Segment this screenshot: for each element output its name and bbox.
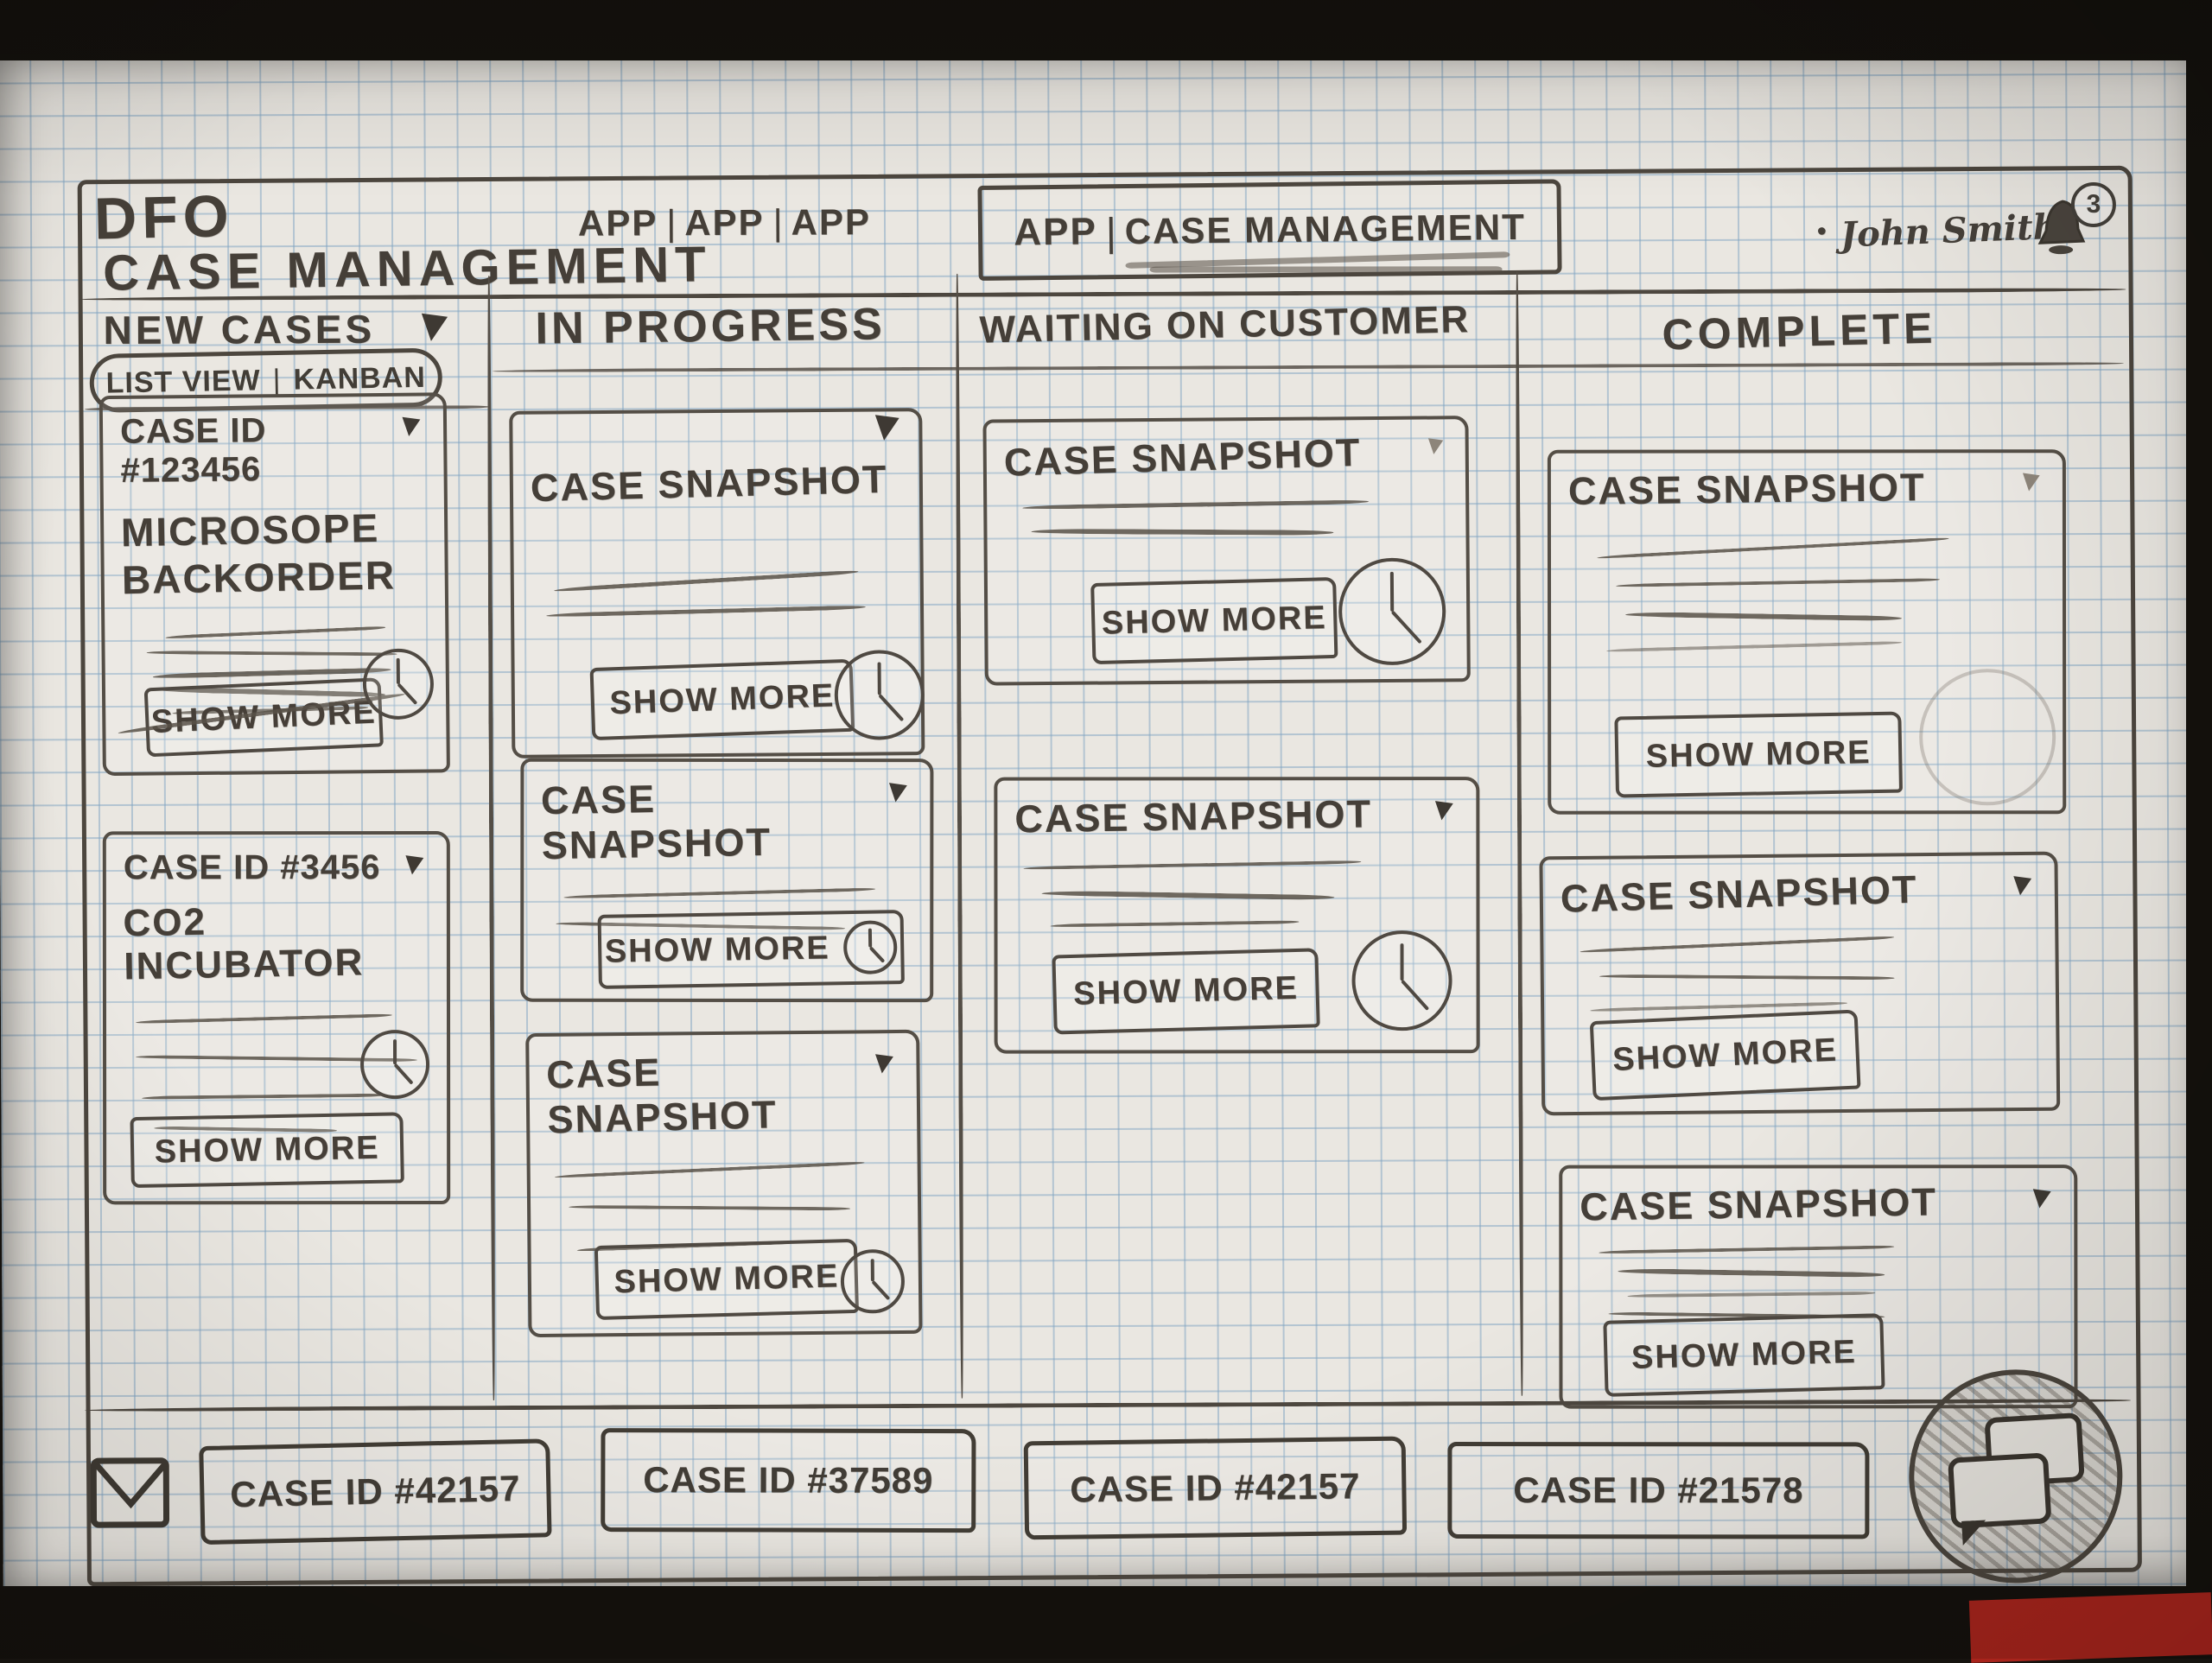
card-dropdown-icon[interactable]: ▼ — [866, 1043, 902, 1082]
erased-clock-mark — [1919, 669, 2056, 806]
card-dropdown-icon[interactable]: ▼ — [392, 405, 429, 445]
case-card[interactable]: CASE ID #123456 ▼ MICROSOPE BACKORDER SH… — [99, 392, 450, 777]
minimized-case-tab[interactable]: CASE ID #37589 — [601, 1428, 976, 1533]
show-more-button[interactable]: SHOW MORE — [1614, 711, 1904, 798]
photo-edge — [0, 0, 2212, 60]
minimized-case-tab[interactable]: CASE ID #21578 — [1447, 1442, 1870, 1539]
card-dropdown-icon[interactable]: ▼ — [1421, 429, 1450, 462]
card-dropdown-icon[interactable]: ▼ — [862, 401, 910, 453]
show-more-button[interactable]: SHOW MORE — [130, 1112, 404, 1189]
show-more-button[interactable]: SHOW MORE — [589, 658, 855, 741]
user-area: • John Smith — [1816, 206, 2058, 256]
show-more-button[interactable]: SHOW MORE — [594, 1238, 860, 1321]
show-more-button[interactable]: SHOW MORE — [1603, 1313, 1885, 1397]
mail-icon[interactable] — [89, 1454, 172, 1536]
new-cases-dropdown-icon[interactable]: ▼ — [407, 298, 459, 354]
case-card[interactable]: CASE ID #3456 ▼ CO2 INCUBATOR SHOW MORE — [102, 831, 451, 1205]
notification-bell[interactable]: 3 — [2030, 181, 2117, 263]
column-title-in-progress: IN PROGRESS — [535, 299, 887, 354]
snapshot-label: CASE SNAPSHOT — [1560, 866, 1919, 921]
snapshot-label: CASE SNAPSHOT — [545, 1050, 779, 1142]
clock-icon — [834, 650, 925, 740]
speech-bubble — [1948, 1452, 2052, 1529]
nav-app-3[interactable]: APP — [791, 201, 872, 243]
clock-icon — [360, 1030, 430, 1100]
page-title: CASE MANAGEMENT — [102, 236, 713, 301]
photo-edge — [2186, 0, 2212, 1659]
clock-icon — [1338, 557, 1446, 666]
card-dropdown-icon[interactable]: ▼ — [2024, 1177, 2060, 1217]
minimized-case-tab[interactable]: CASE ID #42157 — [1023, 1436, 1408, 1540]
notification-badge: 3 — [2070, 181, 2117, 228]
text-placeholder-lines — [531, 569, 903, 618]
card-dropdown-icon[interactable]: ▼ — [2004, 864, 2040, 904]
active-nav-app[interactable]: APP — [1014, 210, 1098, 254]
clock-icon — [362, 648, 435, 720]
text-placeholder-lines — [1004, 499, 1448, 536]
snapshot-label: CASE SNAPSHOT — [1014, 791, 1373, 841]
clock-icon — [843, 920, 899, 975]
snapshot-label: CASE SNAPSHOT — [1579, 1179, 1938, 1229]
nav-divider: | — [772, 201, 783, 243]
case-id: CASE ID #123456 — [119, 411, 267, 490]
clock-icon — [1351, 930, 1452, 1031]
highlight-scribble — [1125, 251, 1526, 278]
user-name[interactable]: John Smith — [1839, 206, 2059, 256]
card-dropdown-icon[interactable]: ▼ — [1426, 789, 1462, 829]
case-card[interactable]: CASE SNAPSHOT ▼ SHOW MORE — [509, 402, 925, 759]
case-title: MICROSOPE BACKORDER — [120, 505, 397, 603]
snapshot-label: CASE SNAPSHOT — [530, 456, 889, 511]
toggle-divider: | — [272, 363, 282, 397]
bell-icon — [2037, 200, 2086, 255]
snapshot-label: CASE SNAPSHOT — [1567, 465, 1926, 513]
show-more-button[interactable]: SHOW MORE — [597, 910, 905, 989]
text-placeholder-lines — [1014, 860, 1459, 928]
photo-red-corner — [1968, 1592, 2212, 1663]
photo-edge — [0, 1586, 2212, 1659]
snapshot-label: CASE SNAPSHOT — [540, 776, 772, 868]
show-more-button[interactable]: SHOW MORE — [117, 677, 405, 758]
user-bullet: • — [1816, 216, 1827, 245]
graph-paper: DFO APP | APP | APP APP | CASE MANAGEMEN… — [0, 40, 2212, 1596]
case-card[interactable]: CASE SNAPSHOT ▼ SHOW MORE — [520, 758, 934, 1003]
column-title-complete: COMPLETE — [1661, 303, 1938, 359]
toggle-kanban[interactable]: KANBAN — [293, 360, 427, 397]
card-dropdown-icon[interactable]: ▼ — [880, 771, 916, 811]
active-nav-divider: | — [1105, 209, 1117, 255]
active-nav-tab[interactable]: APP | CASE MANAGEMENT — [977, 179, 1562, 281]
case-card[interactable]: CASE SNAPSHOT ▼ SHOW MORE — [982, 416, 1471, 686]
snapshot-label: CASE SNAPSHOT — [1003, 429, 1363, 485]
card-dropdown-icon[interactable]: ▼ — [396, 843, 432, 884]
text-placeholder-lines — [1580, 1245, 2056, 1319]
minimized-case-tab[interactable]: CASE ID #42157 — [199, 1438, 552, 1546]
column-title-new-cases: NEW CASES — [103, 306, 376, 353]
clock-icon — [840, 1248, 906, 1314]
text-placeholder-lines — [1560, 936, 2038, 1012]
case-card[interactable]: CASE SNAPSHOT ▼ SHOW MORE — [1539, 851, 2061, 1116]
case-title: CO2 INCUBATOR — [123, 900, 365, 988]
case-card[interactable]: CASE SNAPSHOT ▼ SHOW MORE — [994, 777, 1480, 1054]
show-more-button[interactable]: SHOW MORE — [1052, 948, 1320, 1035]
show-more-button[interactable]: SHOW MORE — [1090, 576, 1338, 665]
active-nav-label[interactable]: CASE MANAGEMENT — [1124, 206, 1526, 273]
case-card[interactable]: CASE SNAPSHOT ▼ SHOW MORE — [1547, 449, 2067, 815]
case-id: CASE ID #3456 — [123, 848, 381, 887]
text-placeholder-lines — [1568, 536, 2045, 653]
show-more-button[interactable]: SHOW MORE — [1589, 1009, 1861, 1101]
case-card[interactable]: CASE SNAPSHOT ▼ SHOW MORE — [525, 1029, 923, 1338]
text-placeholder-lines — [548, 1161, 901, 1252]
card-dropdown-icon[interactable]: ▼ — [2013, 463, 2048, 500]
